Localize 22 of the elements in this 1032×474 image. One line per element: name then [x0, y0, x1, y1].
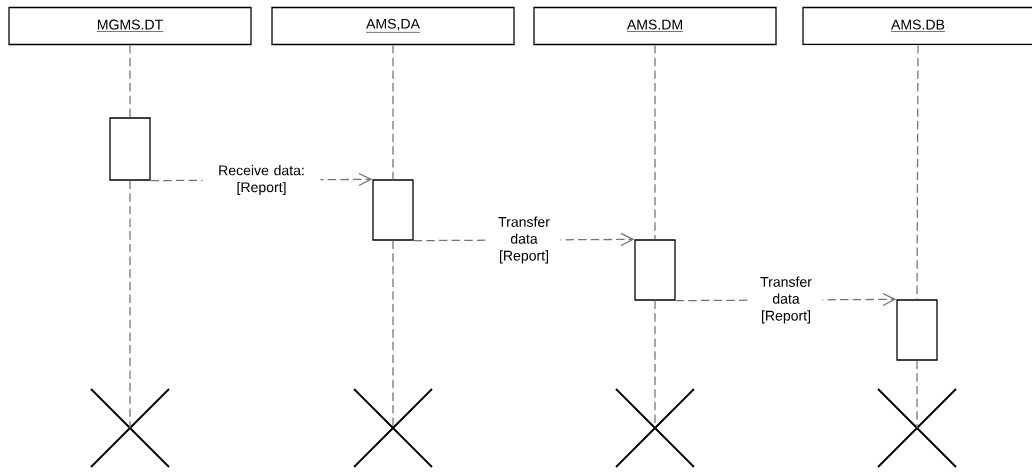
lifeline: [129, 180, 131, 429]
destruction-cross: [90, 388, 170, 468]
destruction-cross: [877, 388, 957, 468]
activation-box: [896, 299, 938, 361]
lifeline-header-box: AMS.DM: [533, 6, 777, 46]
lifeline: [392, 240, 394, 429]
destruction-cross: [353, 388, 433, 468]
edge-label: Transfer data [Report]: [487, 215, 561, 265]
lifeline: [916, 360, 918, 429]
lifeline: [654, 44, 656, 240]
lifeline: [916, 44, 919, 300]
activation-box: [109, 117, 151, 181]
lifeline: [654, 300, 656, 429]
lifeline: [392, 44, 394, 180]
lifeline-header-box: MGMS.DT: [8, 6, 252, 46]
destruction-cross: [615, 388, 695, 468]
edge-label: Transfer data [Report]: [749, 275, 823, 325]
activation-box: [372, 179, 414, 241]
lifeline-header-box: AMS.DB: [802, 6, 1032, 46]
lifeline-header-box: AMS,DA: [271, 6, 515, 46]
activation-box: [634, 239, 676, 301]
edge-label: Receive data: [Report]: [202, 163, 321, 197]
